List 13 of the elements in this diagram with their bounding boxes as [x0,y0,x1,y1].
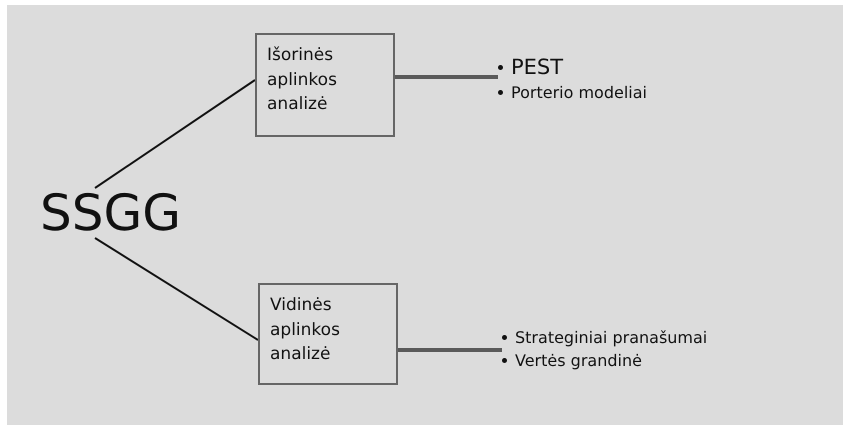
list-item: Porterio modeliai [511,83,647,102]
connector-line [94,79,256,189]
text-box [255,33,395,137]
connector-line [395,75,498,79]
list-item: PEST [511,55,564,79]
heading-text: SSGG [40,188,181,238]
box-label: Išorinės aplinkos analizė [267,45,337,114]
text-box [258,283,398,385]
connector-line [398,348,502,352]
connector-line [94,237,259,341]
box-label: Vidinės aplinkos analizė [270,295,340,364]
list-item: Strateginiai pranašumai [515,328,708,347]
list-item: Vertės grandinė [515,351,642,370]
